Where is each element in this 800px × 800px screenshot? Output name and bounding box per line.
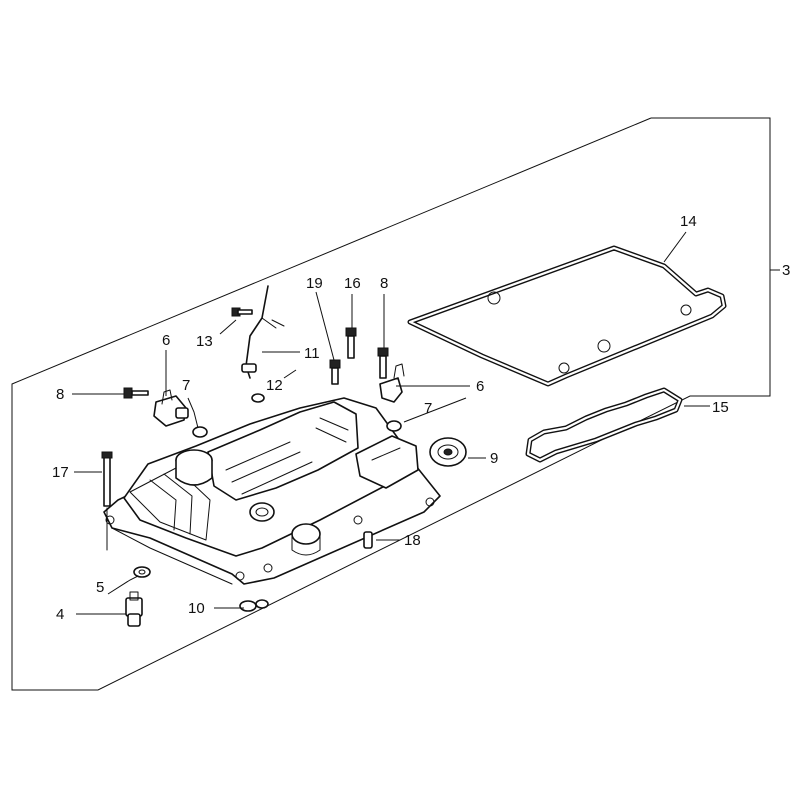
- valve-cover-body: [103, 397, 441, 585]
- callout-11: 11: [304, 345, 320, 362]
- crankshaft-oil-seal: [429, 437, 467, 467]
- hose-clip: [251, 393, 265, 403]
- valve-cover-gasket: [407, 245, 727, 387]
- o-ring-right: [386, 420, 402, 432]
- callout-6-right: 6: [476, 378, 484, 395]
- bolt-19: [329, 359, 341, 385]
- callout-15: 15: [712, 399, 729, 416]
- callout-14: 14: [680, 213, 697, 230]
- callout-13: 13: [196, 333, 213, 350]
- dowel-pin: [363, 531, 373, 549]
- callout-8-left: 8: [56, 386, 64, 403]
- bolt-left: [123, 387, 149, 399]
- o-ring-left: [192, 426, 208, 438]
- bolt-16: [345, 327, 357, 359]
- callout-10: 10: [188, 600, 205, 617]
- grommet: [239, 599, 269, 612]
- oil-pressure-sensor: [125, 591, 143, 627]
- leader-lines: [72, 231, 710, 615]
- bolt-right: [377, 347, 389, 379]
- assembly-frame: [11, 117, 771, 691]
- callout-3: 3: [782, 262, 790, 279]
- callout-18: 18: [404, 532, 421, 549]
- spark-plug-well-gasket: [525, 387, 683, 463]
- callout-7-right: 7: [424, 400, 432, 417]
- sealing-washer: [133, 566, 151, 578]
- callout-16: 16: [344, 275, 361, 292]
- camshaft-sensor-right: [379, 363, 405, 403]
- bolt-hose-clip: [231, 307, 253, 317]
- callout-7-left: 7: [182, 377, 190, 394]
- stud-bolt: [101, 451, 113, 551]
- callout-8-right: 8: [380, 275, 388, 292]
- callout-6-left: 6: [162, 332, 170, 349]
- callout-17: 17: [52, 464, 69, 481]
- callout-19: 19: [306, 275, 323, 292]
- callout-5: 5: [96, 579, 104, 596]
- callout-12: 12: [266, 377, 283, 394]
- breather-hose: [241, 285, 285, 379]
- callout-9: 9: [490, 450, 498, 467]
- callout-4: 4: [56, 606, 64, 623]
- callout-labels: 3 4 5 6 7 8 17 13 11 12 19 16 8 6 7 9 10…: [52, 213, 790, 623]
- camshaft-sensor-left: [153, 389, 189, 427]
